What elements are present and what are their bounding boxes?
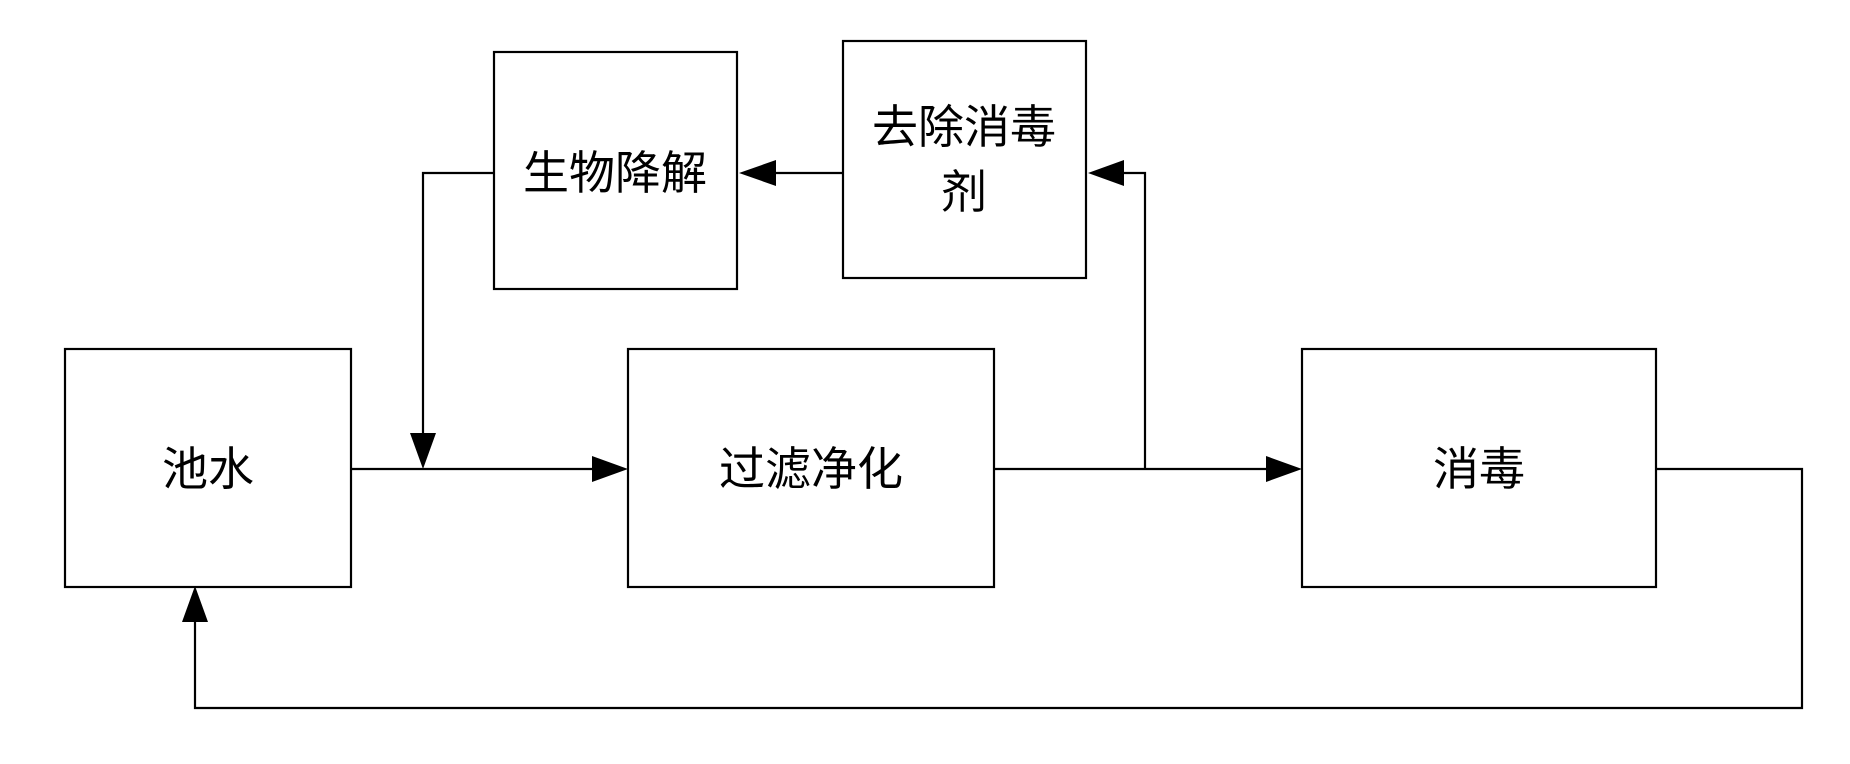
filtration-box — [626, 347, 996, 589]
node-disinfection: 消毒 — [1300, 347, 1658, 589]
edge-biodegradation-to-main — [421, 171, 494, 436]
arrowhead-to-main-line — [410, 433, 436, 469]
arrowheads — [182, 160, 1302, 622]
arrowhead-to-filtration — [592, 456, 628, 482]
biodegradation-box — [492, 50, 739, 291]
node-biodegradation: 生物降解 — [492, 50, 739, 291]
disinfectant-removal-label-line1: 去除消毒 — [872, 100, 1056, 154]
node-filtration: 过滤净化 — [626, 347, 996, 589]
edges — [193, 171, 1804, 710]
disinfectant-removal-label-line2: 剂 — [941, 165, 987, 219]
pool-water-box — [63, 347, 353, 589]
node-pool-water: 池水 — [63, 347, 353, 589]
disinfection-box — [1300, 347, 1658, 589]
disinfection-label: 消毒 — [1433, 442, 1525, 496]
arrowhead-to-pool-water — [182, 586, 208, 622]
node-disinfectant-removal: 去除消毒 剂 — [841, 39, 1088, 280]
edge-disinfection-return — [193, 467, 1804, 710]
arrowhead-to-biodegradation — [739, 160, 776, 186]
arrowhead-to-disinfection — [1266, 456, 1302, 482]
disinfectant-removal-box — [841, 39, 1088, 280]
arrowhead-to-removal — [1088, 160, 1124, 186]
edge-branch-to-removal — [1120, 171, 1147, 469]
filtration-label: 过滤净化 — [719, 442, 903, 496]
biodegradation-label: 生物降解 — [523, 146, 707, 200]
pool-water-label: 池水 — [162, 442, 254, 496]
